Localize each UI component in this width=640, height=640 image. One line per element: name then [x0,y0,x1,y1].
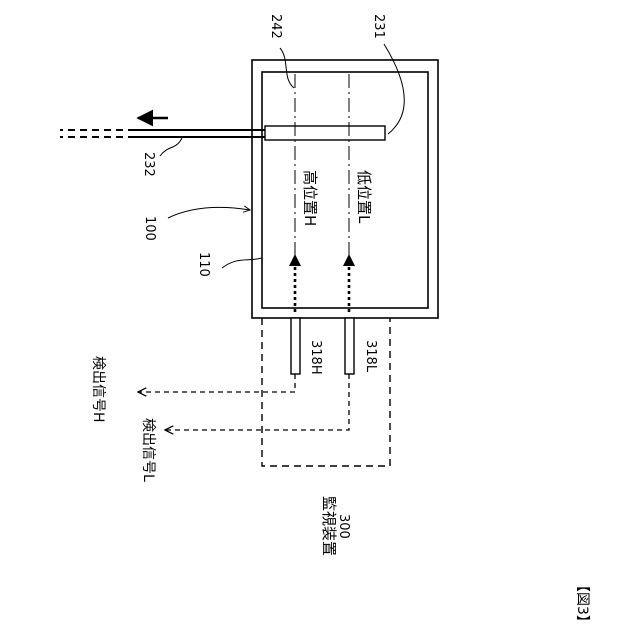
leader-242 [280,48,294,88]
leader-232 [160,138,182,156]
label-signal-l: 検出信号L [140,418,156,482]
label-100: 100 [142,216,157,241]
leader-231 [384,44,404,134]
container-outer-wall [252,60,438,318]
label-232: 232 [141,152,156,177]
label-318l: 318L [363,340,378,373]
container-inner-wall [262,72,428,308]
label-signal-h: 検出信号H [90,356,106,423]
sensor-318l [345,318,354,374]
leader-110 [222,258,262,268]
label-monitor-ref: 300 [336,514,351,539]
floater-231 [265,126,385,140]
high-beam-arrowhead [289,254,301,266]
figure-label: 【図3】 [574,578,590,629]
label-318h: 318H [308,340,323,375]
label-low-level: 低位置L [355,170,373,224]
label-242: 242 [268,14,283,39]
signal-h-line [138,374,295,392]
low-beam-arrowhead [343,254,355,266]
label-231: 231 [371,14,386,39]
sensor-318h [291,318,300,374]
label-110: 110 [196,252,211,277]
leader-100 [168,207,250,218]
label-monitor-name: 監視装置 [320,496,338,556]
label-high-level: 高位置H [301,170,319,226]
signal-l-line [165,374,349,430]
